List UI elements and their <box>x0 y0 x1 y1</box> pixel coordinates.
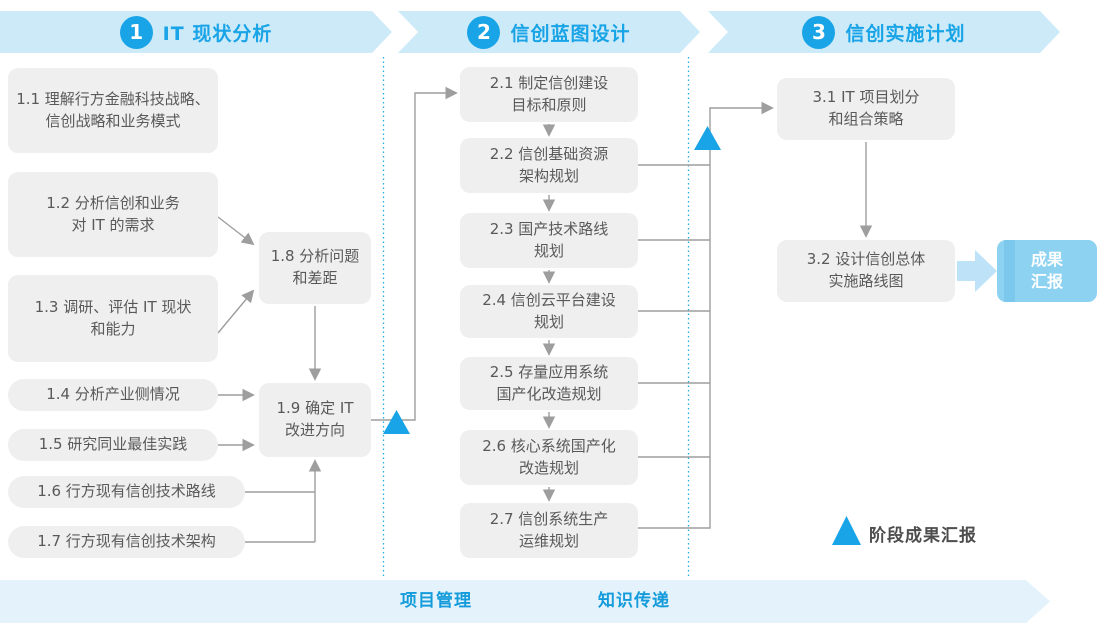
milestone-triangle-phase2-icon <box>694 126 721 150</box>
task-box-1-9-label: 1.9 确定 IT 改进方向 <box>276 399 354 439</box>
result-report-label: 成果 汇报 <box>1030 250 1063 291</box>
task-box-1-3: 1.3 调研、评估 IT 现状 和能力 <box>8 275 218 362</box>
task-box-1-4: 1.4 分析产业侧情况 <box>8 379 218 411</box>
task-box-2-6-label: 2.6 核心系统国产化 改造规划 <box>482 436 616 477</box>
bottom-process-bar: 项目管理 知识传递 <box>0 580 1050 623</box>
task-box-2-5-label: 2.5 存量应用系统 国产化改造规划 <box>489 362 609 403</box>
bottom-bar-project-management: 项目管理 <box>400 591 472 611</box>
task-box-1-2: 1.2 分析信创和业务 对 IT 的需求 <box>8 172 218 257</box>
task-box-1-8-label: 1.8 分析问题 和差距 <box>270 247 360 287</box>
task-box-2-5: 2.5 存量应用系统 国产化改造规划 <box>460 357 638 410</box>
task-box-2-1-label: 2.1 制定信创建设 目标和原则 <box>489 73 609 114</box>
task-box-3-1-label: 3.1 IT 项目划分 和组合策略 <box>812 88 920 128</box>
milestone-triangle-phase1-icon <box>383 410 410 434</box>
task-box-2-3-label: 2.3 国产技术路线 规划 <box>489 219 609 260</box>
result-arrow-icon <box>957 250 997 292</box>
task-box-1-3-label: 1.3 调研、评估 IT 现状 和能力 <box>34 297 192 338</box>
task-box-1-6-label: 1.6 行方现有信创技术路线 <box>37 482 216 501</box>
task-box-2-4: 2.4 信创云平台建设 规划 <box>460 285 638 338</box>
task-box-2-6: 2.6 核心系统国产化 改造规划 <box>460 430 638 485</box>
task-box-1-1-label: 1.1 理解行方金融科技战略、 信创战略和业务模式 <box>16 89 210 130</box>
task-box-1-5: 1.5 研究同业最佳实践 <box>8 429 218 461</box>
task-box-3-2-label: 3.2 设计信创总体 实施路线图 <box>806 250 926 290</box>
phase-banner-3: 3 信创实施计划 <box>708 11 1060 53</box>
phase-3-title: 信创实施计划 <box>845 22 966 45</box>
task-box-1-1: 1.1 理解行方金融科技战略、 信创战略和业务模式 <box>8 68 218 153</box>
phase-divider-dotted-lines <box>382 57 690 578</box>
task-box-3-2: 3.2 设计信创总体 实施路线图 <box>777 240 955 302</box>
task-box-1-9: 1.9 确定 IT 改进方向 <box>259 383 371 457</box>
task-box-2-7-label: 2.7 信创系统生产 运维规划 <box>489 509 609 550</box>
task-box-1-7: 1.7 行方现有信创技术架构 <box>8 526 245 558</box>
task-box-1-4-label: 1.4 分析产业侧情况 <box>46 385 180 404</box>
bottom-bar-knowledge-transfer: 知识传递 <box>598 591 670 611</box>
task-box-1-8: 1.8 分析问题 和差距 <box>259 232 371 304</box>
phase-2-number-badge: 2 <box>467 16 500 49</box>
task-box-2-2-label: 2.2 信创基础资源 架构规划 <box>489 144 609 185</box>
task-box-1-6: 1.6 行方现有信创技术路线 <box>8 476 245 508</box>
task-box-2-4-label: 2.4 信创云平台建设 规划 <box>482 290 616 331</box>
task-box-2-2: 2.2 信创基础资源 架构规划 <box>460 138 638 193</box>
task-box-1-7-label: 1.7 行方现有信创技术架构 <box>37 532 216 551</box>
phase-1-number-badge: 1 <box>120 16 153 49</box>
legend-milestone-label: 阶段成果汇报 <box>869 526 977 546</box>
task-box-2-3: 2.3 国产技术路线 规划 <box>460 213 638 268</box>
result-box-stripe <box>1004 240 1015 302</box>
phase-3-number-badge: 3 <box>802 16 835 49</box>
task-box-1-5-label: 1.5 研究同业最佳实践 <box>38 435 188 454</box>
task-box-3-1: 3.1 IT 项目划分 和组合策略 <box>777 78 955 140</box>
phase-1-title: IT 现状分析 <box>162 22 273 45</box>
phase-banner-2: 2 信创蓝图设计 <box>398 11 700 53</box>
task-box-1-2-label: 1.2 分析信创和业务 对 IT 的需求 <box>46 193 180 234</box>
phase-2-title: 信创蓝图设计 <box>510 22 631 45</box>
task-box-2-1: 2.1 制定信创建设 目标和原则 <box>460 67 638 122</box>
result-report-box: 成果 汇报 <box>997 240 1097 302</box>
task-box-2-7: 2.7 信创系统生产 运维规划 <box>460 503 638 558</box>
legend-milestone-triangle-icon <box>832 516 861 545</box>
phase-banner-1: 1 IT 现状分析 <box>0 11 392 53</box>
